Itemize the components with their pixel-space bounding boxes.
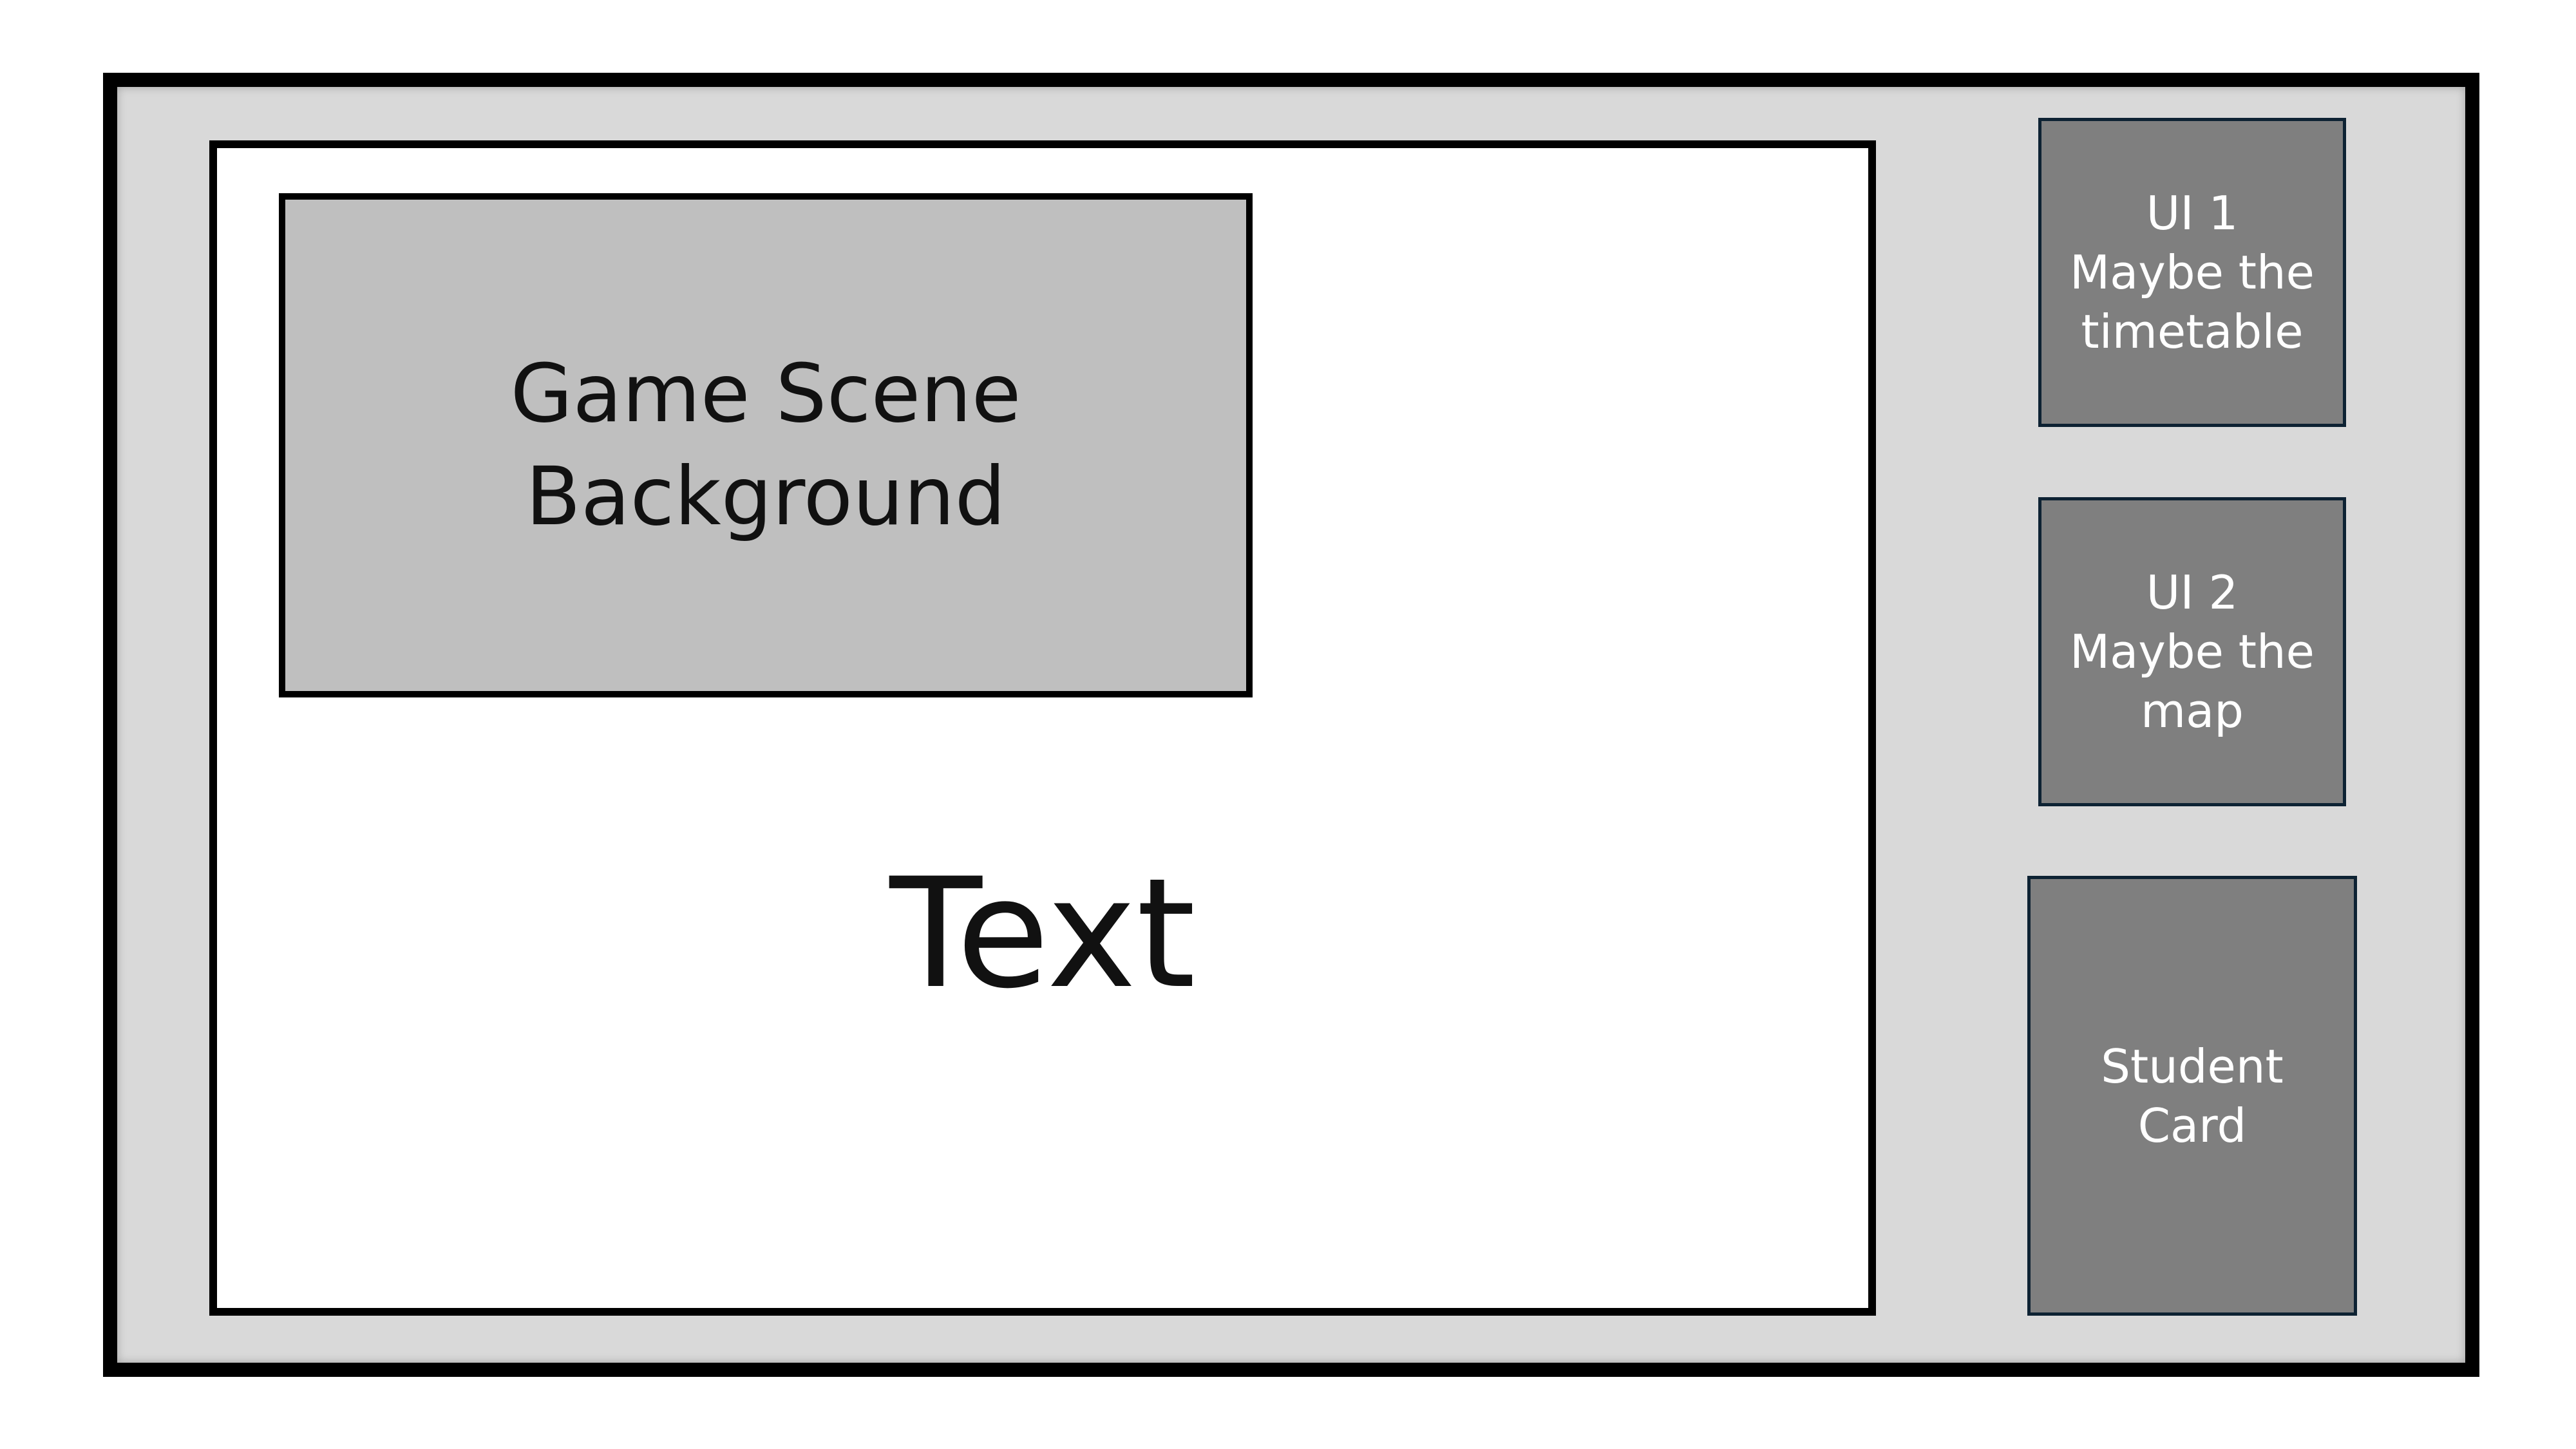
ui-panel-label: Student Card: [2101, 1039, 2284, 1153]
text-label: Text: [889, 846, 1196, 1022]
ui-panel-label: UI 2 Maybe the map: [2070, 565, 2315, 738]
game-scene-box: Game Scene Background: [279, 193, 1253, 697]
game-scene-label: Game Scene Background: [510, 346, 1021, 544]
ui-panel-label: UI 1 Maybe the timetable: [2070, 186, 2315, 359]
ui-panel-student-card: Student Card: [2027, 876, 2357, 1316]
ui-panel-timetable: UI 1 Maybe the timetable: [2038, 118, 2346, 427]
ui-panel-map: UI 2 Maybe the map: [2038, 497, 2346, 806]
